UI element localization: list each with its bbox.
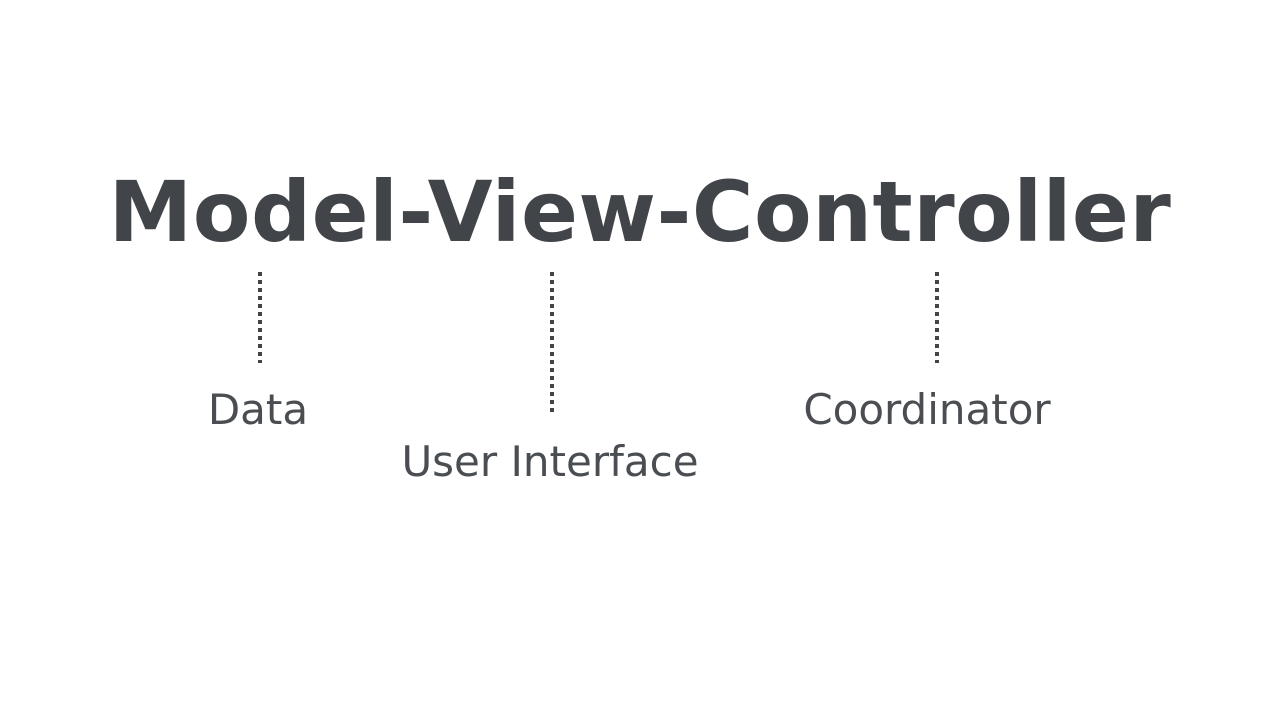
connector-line-model xyxy=(258,272,262,363)
annotation-label-model: Data xyxy=(207,385,309,434)
connector-line-view xyxy=(550,272,554,416)
page-title: Model-View-Controller xyxy=(108,163,1172,261)
annotation-label-controller: Coordinator xyxy=(803,385,1051,434)
annotation-label-view: User Interface xyxy=(401,437,699,486)
connector-line-controller xyxy=(935,272,939,363)
